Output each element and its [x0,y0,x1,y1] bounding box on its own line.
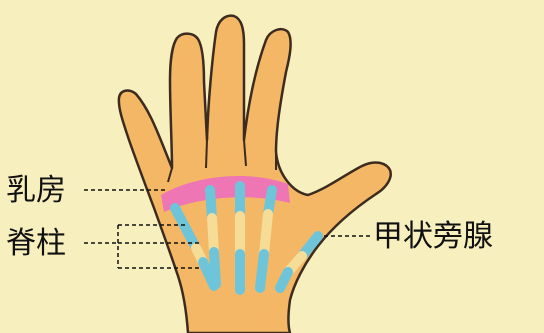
thyroid-label: 甲状旁腺 [373,219,493,254]
hand-outline [119,16,391,333]
spine-label: 脊柱 [6,226,66,261]
breast-label: 乳房 [6,173,66,208]
